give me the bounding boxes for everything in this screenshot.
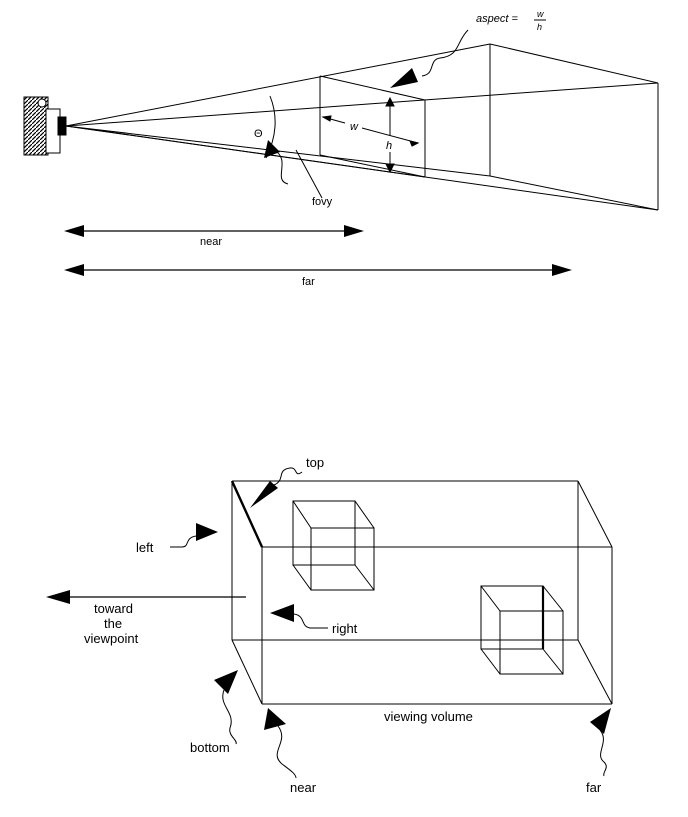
ortho-far-label: far <box>586 780 602 795</box>
aspect-label: aspect = <box>476 13 518 25</box>
viewing-volume-box <box>230 480 613 705</box>
left-pointer <box>170 523 218 548</box>
top-pointer <box>250 467 303 508</box>
camera-icon <box>23 96 67 156</box>
far-label: far <box>302 276 315 288</box>
bottom-pointer <box>214 670 238 745</box>
h-label: h <box>386 140 392 152</box>
aspect-annotation: aspect = w h <box>390 9 546 88</box>
h-dimension <box>385 96 395 174</box>
toward-viewpoint-arrow <box>46 590 246 604</box>
viewing-volume-label: viewing volume <box>384 709 473 724</box>
near-label: near <box>200 236 222 248</box>
w-label: w <box>350 121 359 133</box>
near-span <box>64 225 364 237</box>
fovy-label: fovy <box>312 196 333 208</box>
ortho-near-label: near <box>290 780 317 795</box>
aspect-pointer <box>421 29 469 77</box>
far-span <box>64 264 572 276</box>
near-pointer <box>264 708 297 779</box>
w-dimension <box>321 115 420 147</box>
right-pointer <box>270 604 328 629</box>
aspect-denominator: h <box>537 22 542 32</box>
cube-upper-left <box>292 500 375 591</box>
cube-lower-right <box>480 585 564 675</box>
aspect-numerator: w <box>537 9 544 19</box>
toward-label-3: viewpoint <box>84 631 139 646</box>
right-label: right <box>332 621 358 636</box>
fovy-pointer <box>264 140 323 199</box>
toward-label-1: toward <box>94 601 133 616</box>
aspect-arrowhead <box>390 68 418 88</box>
theta-label: Θ <box>254 128 263 140</box>
bottom-label: bottom <box>190 740 230 755</box>
top-label: top <box>306 455 324 470</box>
toward-label-2: the <box>104 616 122 631</box>
perspective-frustum <box>23 43 659 211</box>
far-pointer <box>590 708 611 777</box>
left-label: left <box>136 540 154 555</box>
